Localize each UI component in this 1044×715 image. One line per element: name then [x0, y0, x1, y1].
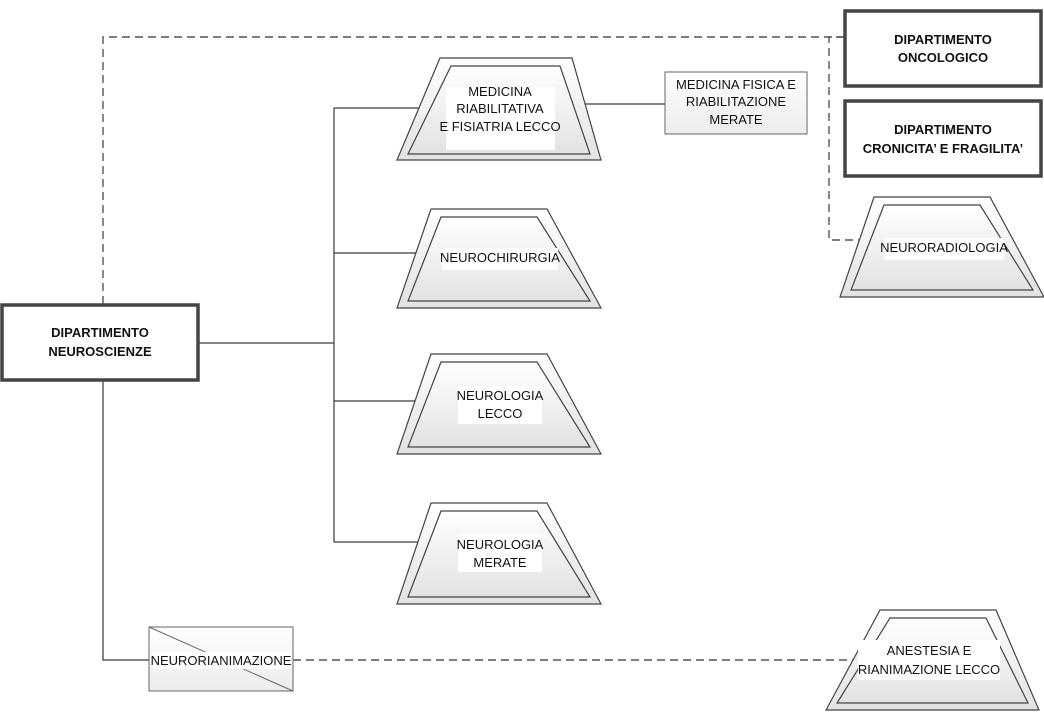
unit-anestesia-label-backdrop — [858, 640, 1000, 680]
unit-neuroradiologia[interactable]: NEURORADIOLOGIA — [839, 196, 1044, 298]
units-layer: MEDICINA RIABILITATIVA E FISIATRIA LECCO NE… — [396, 57, 1044, 711]
department-neuroscienze-line1: DIPARTIMENTO — [51, 325, 149, 340]
dashed-link-oncologico — [102, 36, 844, 304]
department-cronicita[interactable]: DIPARTIMENTO CRONICITA’ E FRAGILITA’ — [843, 99, 1043, 178]
unit-neuroradiologia-line1: NEURORADIOLOGIA — [880, 240, 1008, 255]
unit-neurologia-lecco-label-backdrop — [458, 386, 542, 424]
link-neurorianimazione — [102, 381, 149, 661]
department-cronicita-line2: CRONICITA’ E FRAGILITA’ — [863, 141, 1024, 156]
unit-medicina-riabilitativa-line1: MEDICINA — [468, 84, 532, 99]
unit-neurologia-merate[interactable]: NEUROLOGIA MERATE — [396, 502, 603, 605]
unit-neurologia-merate-label-backdrop — [458, 534, 542, 572]
dashed-link-neuroradiologia — [828, 36, 874, 241]
label-backdrop — [152, 652, 290, 669]
department-oncologico-line1: DIPARTIMENTO — [894, 32, 992, 47]
unit-medicina-riabilitativa-line2: RIABILITATIVA — [456, 101, 544, 116]
unit-anestesia-line1: ANESTESIA E — [887, 643, 972, 658]
department-neuroscienze-line2: NEUROSCIENZE — [48, 344, 152, 359]
unit-neurologia-lecco[interactable]: NEUROLOGIA LECCO — [396, 353, 603, 455]
department-oncologico-line2: ONCOLOGICO — [898, 50, 988, 65]
medicina-fisica-line2: RIABILITAZIONE — [686, 94, 786, 109]
medicina-fisica-line1: MEDICINA FISICA E — [676, 77, 796, 92]
unit-neurochirurgia-label-backdrop — [442, 248, 558, 270]
department-neuroscienze[interactable]: DIPARTIMENTO NEUROSCIENZE — [0, 303, 200, 382]
unit-medicina-riabilitativa[interactable]: MEDICINA RIABILITATIVA E FISIATRIA LECCO — [396, 57, 602, 161]
unit-neurochirurgia[interactable]: NEUROCHIRURGIA — [396, 208, 603, 309]
unit-neurologia-merate-line1: NEUROLOGIA — [457, 537, 544, 552]
unit-neurologia-lecco-line1: NEUROLOGIA — [457, 388, 544, 403]
unit-neurologia-merate-line2: MERATE — [473, 555, 527, 570]
department-oncologico[interactable]: DIPARTIMENTO ONCOLOGICO — [843, 9, 1043, 88]
unit-medicina-riabilitativa-line3: E FISIATRIA LECCO — [439, 119, 560, 134]
unit-anestesia[interactable]: ANESTESIA E RIANIMAZIONE LECCO — [824, 609, 1040, 711]
neurorianimazione-box[interactable]: NEURORIANIMAZIONE — [148, 626, 294, 692]
unit-neurologia-lecco-line2: LECCO — [478, 406, 523, 421]
department-cronicita-line1: DIPARTIMENTO — [894, 122, 992, 137]
unit-neurochirurgia-line1: NEUROCHIRURGIA — [440, 250, 560, 265]
unit-anestesia-line2: RIANIMAZIONE LECCO — [858, 662, 1000, 677]
medicina-fisica-line3: MERATE — [709, 112, 763, 127]
medicina-fisica-box[interactable]: MEDICINA FISICA E RIABILITAZIONE MERATE — [664, 71, 808, 135]
neurorianimazione-label: NEURORIANIMAZIONE — [151, 653, 292, 668]
unit-medicina-riabilitativa-label-backdrop — [446, 87, 555, 150]
unit-neuroradiologia-label-backdrop — [884, 238, 1004, 260]
connectors — [102, 36, 874, 661]
